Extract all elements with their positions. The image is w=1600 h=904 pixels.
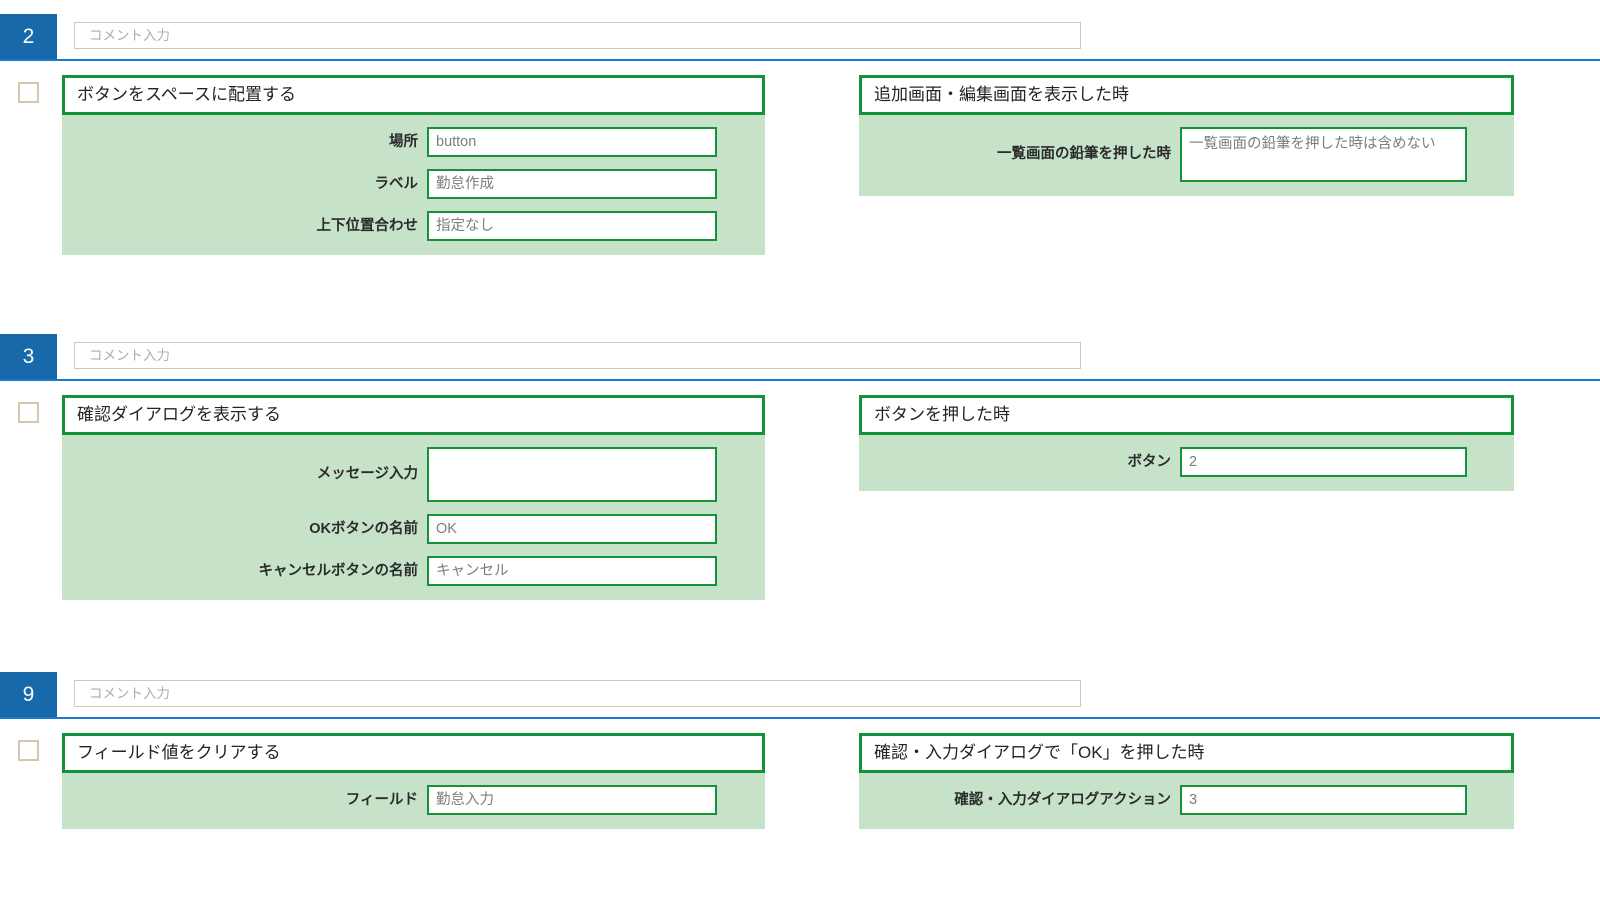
section-header-row: 3 コメント入力 xyxy=(0,334,1600,381)
action-card: フィールド値をクリアするフィールド勤怠入力 xyxy=(62,733,765,829)
trigger-card: ボタンを押した時ボタン 2 xyxy=(859,395,1514,491)
action-card: 確認ダイアログを表示するメッセージ入力 OKボタンの名前 OK キャンセルボタンの名前… xyxy=(62,395,765,600)
field-label: フィールド xyxy=(345,792,418,808)
field-label: 一覧画面の鉛筆を押した時 xyxy=(997,146,1171,162)
trigger-card: 追加画面・編集画面を表示した時一覧画面の鉛筆を押した時一覧画面の鉛筆を押した時は… xyxy=(859,75,1514,196)
row-select-checkbox[interactable] xyxy=(18,740,39,761)
card-title[interactable]: 確認ダイアログを表示する xyxy=(62,395,765,435)
field-row: 上下位置合わせ指定なし xyxy=(62,211,765,241)
field-label: メッセージ入力 xyxy=(316,466,418,482)
field-row: 一覧画面の鉛筆を押した時一覧画面の鉛筆を押した時は含めない xyxy=(859,127,1514,182)
section-header-row: 9 コメント入力 xyxy=(0,672,1600,719)
field-row: キャンセルボタンの名前キャンセル xyxy=(62,556,765,586)
flow-section: 3 コメント入力確認ダイアログを表示するメッセージ入力 OKボタンの名前 OK キャンセ… xyxy=(0,334,1600,671)
card-body: ボタン 2 xyxy=(859,435,1514,491)
step-number-badge: 9 xyxy=(0,672,57,717)
step-number-badge: 2 xyxy=(0,14,57,59)
field-row: フィールド勤怠入力 xyxy=(62,785,765,815)
section-divider xyxy=(0,379,1600,381)
card-body: メッセージ入力 OKボタンの名前 OK キャンセルボタンの名前キャンセル xyxy=(62,435,765,600)
field-row: メッセージ入力 xyxy=(62,447,765,502)
field-value-input[interactable] xyxy=(427,447,717,502)
card-body: フィールド勤怠入力 xyxy=(62,773,765,829)
field-value-input[interactable]: キャンセル xyxy=(427,556,717,586)
card-title[interactable]: ボタンを押した時 xyxy=(859,395,1514,435)
trigger-card: 確認・入力ダイアログで「OK」を押した時確認・入力ダイアログアクション 3 xyxy=(859,733,1514,829)
card-title[interactable]: 確認・入力ダイアログで「OK」を押した時 xyxy=(859,733,1514,773)
field-label: ボタン xyxy=(1127,454,1172,470)
comment-input[interactable]: コメント入力 xyxy=(74,22,1081,49)
field-value-input[interactable]: 勤怠入力 xyxy=(427,785,717,815)
field-label: OKボタンの名前 xyxy=(309,521,418,537)
field-row: 確認・入力ダイアログアクション 3 xyxy=(859,785,1514,815)
field-value-input[interactable]: button xyxy=(427,127,717,157)
field-row: ボタン 2 xyxy=(859,447,1514,477)
section-divider xyxy=(0,717,1600,719)
comment-input[interactable]: コメント入力 xyxy=(74,342,1081,369)
field-value-input[interactable]: OK xyxy=(427,514,717,544)
card-body: 確認・入力ダイアログアクション 3 xyxy=(859,773,1514,829)
row-select-checkbox[interactable] xyxy=(18,402,39,423)
comment-input[interactable]: コメント入力 xyxy=(74,680,1081,707)
field-value-input[interactable]: 指定なし xyxy=(427,211,717,241)
field-label: ラベル xyxy=(374,176,419,192)
field-value-input[interactable]: 一覧画面の鉛筆を押した時は含めない xyxy=(1180,127,1467,182)
field-row: 場所 button xyxy=(62,127,765,157)
section-divider xyxy=(0,59,1600,61)
section-body: 確認ダイアログを表示するメッセージ入力 OKボタンの名前 OK キャンセルボタンの名前… xyxy=(0,381,1600,671)
section-body: フィールド値をクリアするフィールド勤怠入力確認・入力ダイアログで「OK」を押した… xyxy=(0,719,1600,879)
field-label: キャンセルボタンの名前 xyxy=(258,563,419,579)
step-number-badge: 3 xyxy=(0,334,57,379)
field-row: ラベル勤怠作成 xyxy=(62,169,765,199)
row-select-checkbox[interactable] xyxy=(18,82,39,103)
field-row: OKボタンの名前 OK xyxy=(62,514,765,544)
card-title[interactable]: ボタンをスペースに配置する xyxy=(62,75,765,115)
field-value-input[interactable]: 3 xyxy=(1180,785,1467,815)
section-header-row: 2 コメント入力 xyxy=(0,14,1600,61)
field-value-input[interactable]: 2 xyxy=(1180,447,1467,477)
card-title[interactable]: 追加画面・編集画面を表示した時 xyxy=(859,75,1514,115)
field-value-input[interactable]: 勤怠作成 xyxy=(427,169,717,199)
card-body: 一覧画面の鉛筆を押した時一覧画面の鉛筆を押した時は含めない xyxy=(859,115,1514,196)
field-label: 上下位置合わせ xyxy=(316,218,419,234)
field-label: 確認・入力ダイアログアクション xyxy=(954,792,1171,808)
field-label: 場所 xyxy=(389,134,418,150)
card-title[interactable]: フィールド値をクリアする xyxy=(62,733,765,773)
